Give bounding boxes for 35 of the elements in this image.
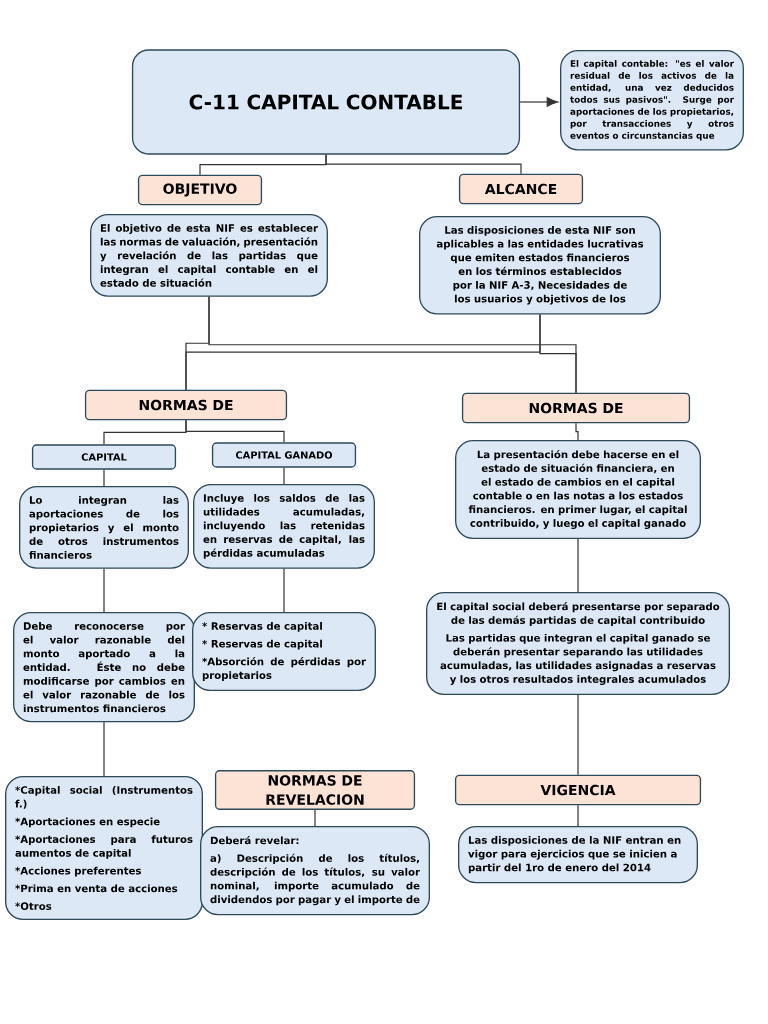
heading-box: VIGENCIA (454, 774, 702, 806)
text-box: Incluye los saldos de las utilidades acumuladas, incluyendo las retenidas en reservas de capital, las pérdidas acumuladas (193, 484, 375, 569)
text-box: Lo integran las aportaciones de los propietarios y el monto de otros instrumentos financieros (19, 486, 189, 569)
connector (283, 568, 285, 613)
heading-box: OBJETIVO (137, 174, 263, 206)
list-box: *Capital social (Instrumentos f.) *Aportaciones en especie *Aportaciones para futuros aumentos de capital *Acciones preferentes *Prima en venta de acciones *Otros (5, 776, 203, 920)
text-box: La presentación debe hacerse en el estado de situación financiera, en el estado de cambios en el capital contable o en las notas a los estados financieros. en primer lugar, el capital contribuido, y luego el capital ganado (455, 440, 701, 539)
connector (185, 419, 285, 443)
connector (577, 694, 579, 776)
text-box: Deberá revelar: a) Descripción de los títulos, descripción de los títulos, su valor nominal, importe acumulado de dividendos por pagar y el importe de (200, 826, 430, 916)
text-box: Debe reconocerse por el valor razonable del monto aportado a la entidad. Éste no debe modificarse por cambios en el valor razonable de los instrumentos financieros (13, 612, 195, 723)
heading-box: NORMAS DE (461, 392, 691, 424)
connector (283, 467, 285, 485)
heading-box: NORMAS DE REVELACION (214, 770, 416, 810)
connector (577, 804, 579, 827)
definition-box: El capital contable: "es el valor residual de los activos de la entidad, una vez deducidos todos sus pasivos". Surge por aportaciones de los propietarios, por transacciones y otros eventos o circunstancias que (560, 50, 744, 151)
connector (539, 313, 577, 394)
connector (575, 422, 579, 441)
connector (325, 154, 522, 175)
text-box: El capital social deberá presentarse por separado de las demás partidas de capital contribuido Las partidas que integran el capital ganado se deberán presentar separando las utilidades acumuladas, las utilidades asignadas a reservas y los otros resultados integrales acumulados (426, 592, 730, 695)
connector (103, 469, 105, 487)
heading-box: ALCANCE (458, 173, 584, 205)
heading-box: NORMAS DE (84, 389, 288, 421)
arrow (519, 97, 559, 107)
heading-box: CAPITAL GANADO (211, 442, 357, 468)
connector (103, 568, 105, 613)
heading-box: CAPITAL (31, 444, 177, 470)
text-box: Las disposiciones de la NIF entran en vigor para ejercicios que se inicien a partir del 1ro de enero del 2014 (458, 826, 698, 884)
connector (314, 809, 316, 827)
text-box: Las disposiciones de esta NIF son aplicables a las entidades lucrativas que emiten estados financieros en los términos establecidos por la NIF A-3, Necesidades de los usuarios y objetivos de los (419, 216, 661, 315)
connector (577, 538, 579, 593)
connector (103, 721, 105, 777)
title-box: C-11 CAPITAL CONTABLE (131, 49, 521, 155)
text-box: El objetivo de esta NIF es establecer las normas de valuación, presentación y revelación de las partidas que integran el capital contable en el estado de situación (90, 214, 328, 297)
list-box: * Reservas de capital * Reservas de capital *Absorción de pérdidas por propietarios (192, 612, 376, 691)
